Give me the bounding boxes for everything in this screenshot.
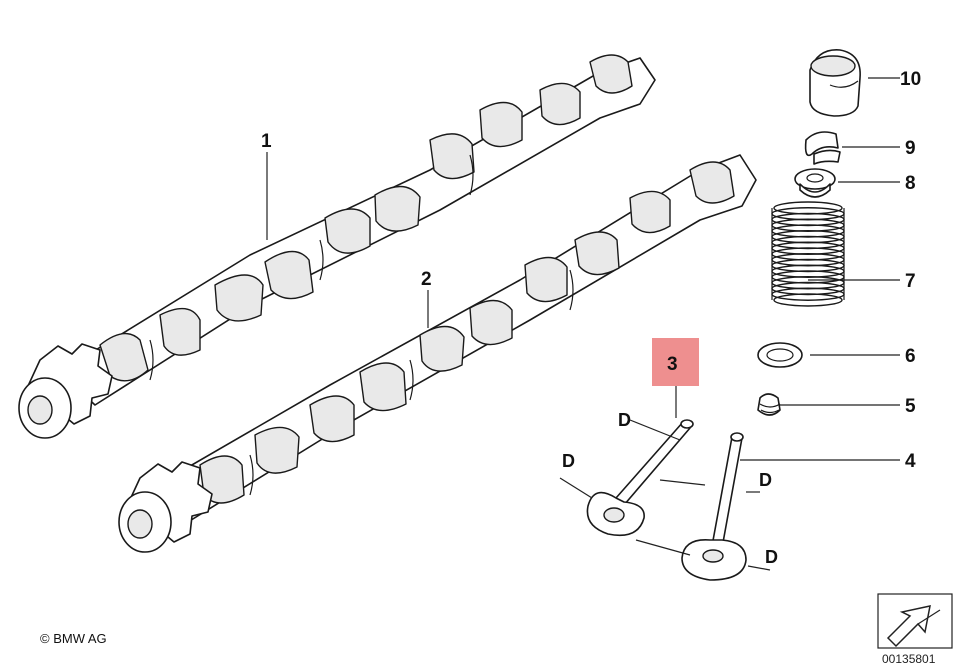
part-5-stem-seal <box>757 393 781 416</box>
next-page-arrow-icon[interactable] <box>877 593 953 649</box>
callout-6: 6 <box>905 346 916 367</box>
dimension-label-d: D <box>562 451 575 471</box>
callout-3-highlight <box>652 338 699 386</box>
part-10-tappet <box>809 49 861 117</box>
part-3-intake-valve <box>586 419 694 537</box>
callout-1: 1 <box>261 131 272 152</box>
camshaft-1 <box>18 54 656 439</box>
callout-labels: 1 2 3 4 5 6 7 8 9 10 D D D D <box>261 69 921 567</box>
diagram-code: 00135801 <box>882 652 936 666</box>
callout-9: 9 <box>905 138 916 159</box>
callout-4: 4 <box>905 451 916 472</box>
copyright-notice: © BMW AG <box>40 631 107 646</box>
dimension-label-d: D <box>759 470 772 490</box>
callout-2: 2 <box>421 269 432 290</box>
part-8-spring-retainer <box>794 168 836 198</box>
camshaft-2 <box>118 154 757 553</box>
part-4-exhaust-valve <box>681 432 747 581</box>
callout-8: 8 <box>905 173 916 194</box>
callout-10: 10 <box>900 69 921 90</box>
part-9-valve-keeper <box>804 131 841 165</box>
callout-3: 3 <box>667 354 678 375</box>
part-6-spring-seat <box>757 342 803 368</box>
dimension-label-d: D <box>618 410 631 430</box>
part-7-valve-spring <box>771 201 845 307</box>
leader-lines <box>266 77 900 571</box>
dimension-label-d: D <box>765 547 778 567</box>
callout-5: 5 <box>905 396 916 417</box>
callout-7: 7 <box>905 271 916 292</box>
